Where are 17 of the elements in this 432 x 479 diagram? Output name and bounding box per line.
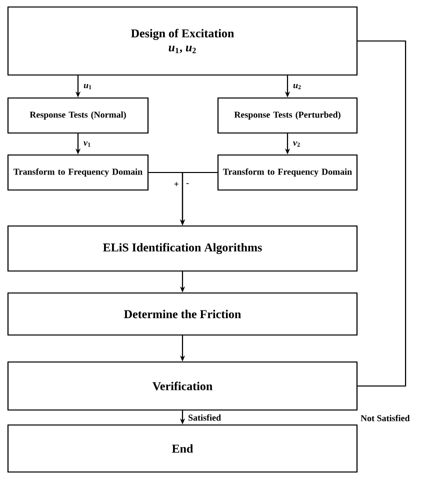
process-box: ELiS Identification Algorithms [7, 225, 358, 272]
process-box: Transform to Frequency Domain [217, 154, 358, 191]
process-box: Response Tests (Perturbed) [217, 97, 358, 134]
process-box: Response Tests (Normal) [7, 97, 149, 134]
edge-label: v$_{1}$ [84, 141, 90, 147]
process-box: Determine the Friction [7, 292, 358, 336]
process-box: Design of Excitation u$_{1}$, u$_{2}$ [7, 6, 358, 76]
process-box: Verification [7, 361, 358, 411]
edge-label: u$_{1}$ [84, 84, 92, 90]
edge-label: v$_{2}$ [293, 141, 300, 147]
edge-label: Satisfied [188, 414, 221, 421]
edge-label: + [174, 182, 178, 186]
process-box: Transform to Frequency Domain [7, 154, 149, 191]
edge-label: Not Satisfied [360, 414, 410, 422]
edge-label: - [186, 183, 189, 184]
edge-label: u$_{2}$ [293, 84, 301, 90]
process-box: End [7, 424, 358, 473]
